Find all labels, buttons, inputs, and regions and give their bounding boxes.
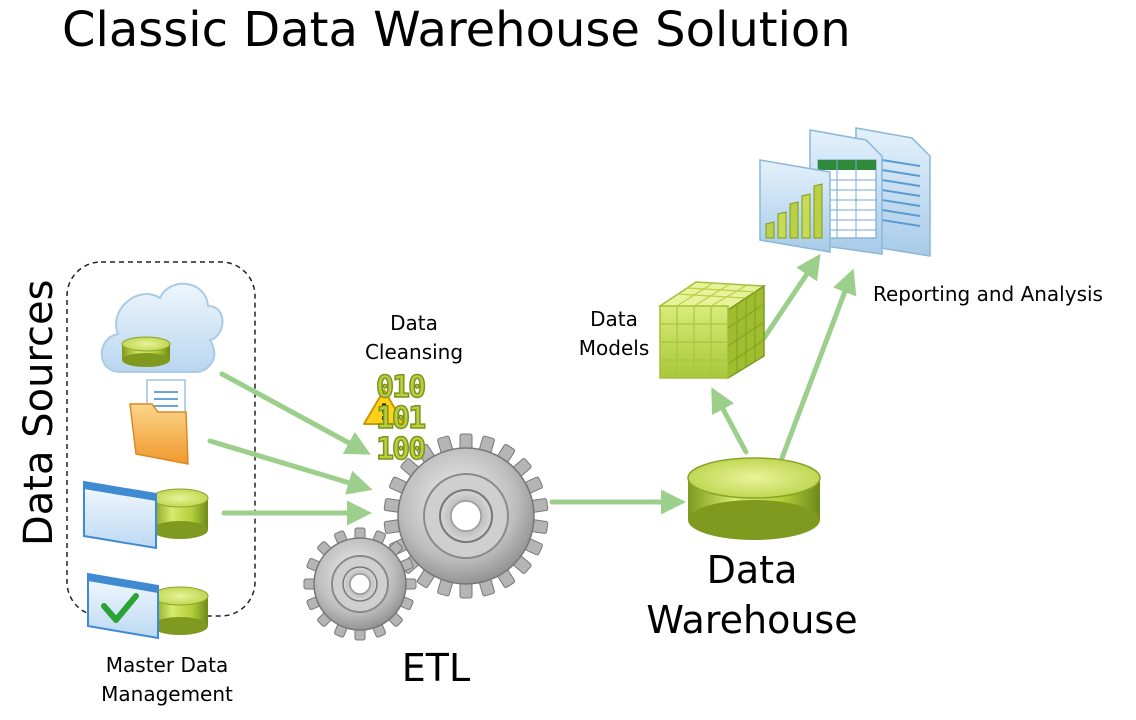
data-models-label: Data Models [564,305,664,363]
master-data-management-label: Master Data Management [82,651,252,709]
master-database-icon [151,586,209,635]
data-warehouse-label: Data Warehouse [619,545,885,645]
small-gear-icon [303,527,417,641]
flow-arrows [207,253,857,526]
svg-text:!: ! [379,401,389,426]
data-warehouse-icon [687,457,821,540]
warning-icon: ! [363,389,405,426]
etl-label: ETL [401,646,471,690]
etl-gears-icon [303,433,549,641]
arrow-folder-to-etl [207,438,373,495]
data-cleansing-label: Data Cleansing [362,309,466,367]
page-title: Classic Data Warehouse Solution [62,2,851,58]
reporting-documents-icon [759,127,931,257]
data-warehouse-line1: Data [706,548,798,592]
cloud-database-icon [121,336,171,367]
app-database-icon [151,488,209,539]
arrow-models-to-reports [761,253,821,341]
arrow-warehouse-to-reports [779,268,857,461]
bar-chart-icon [765,183,823,239]
data-models-cube-icon [657,281,767,380]
master-data-line1: Master Data [105,653,229,677]
master-data-icon [87,572,209,640]
master-data-line2: Management [101,682,233,706]
data-warehouse-line2: Warehouse [646,598,858,642]
folder-source-icon [129,379,189,465]
data-models-line2: Models [578,336,650,360]
arrow-warehouse-to-models [711,387,749,455]
master-data-group-border [66,261,256,617]
arrow-cloud-to-etl [219,371,371,455]
cloud-source-icon [100,282,224,373]
checkmark-icon [101,593,139,623]
data-cleansing-line1: Data [390,311,438,335]
large-gear-icon [383,433,549,599]
data-models-line1: Data [590,307,638,331]
reporting-analysis-label: Reporting and Analysis [873,282,1103,306]
application-source-icon [83,480,209,550]
data-cleansing-line2: Cleansing [364,340,464,364]
binary-data-icon: 010 101 100 [375,370,427,467]
chart-report-page-icon [759,159,831,253]
